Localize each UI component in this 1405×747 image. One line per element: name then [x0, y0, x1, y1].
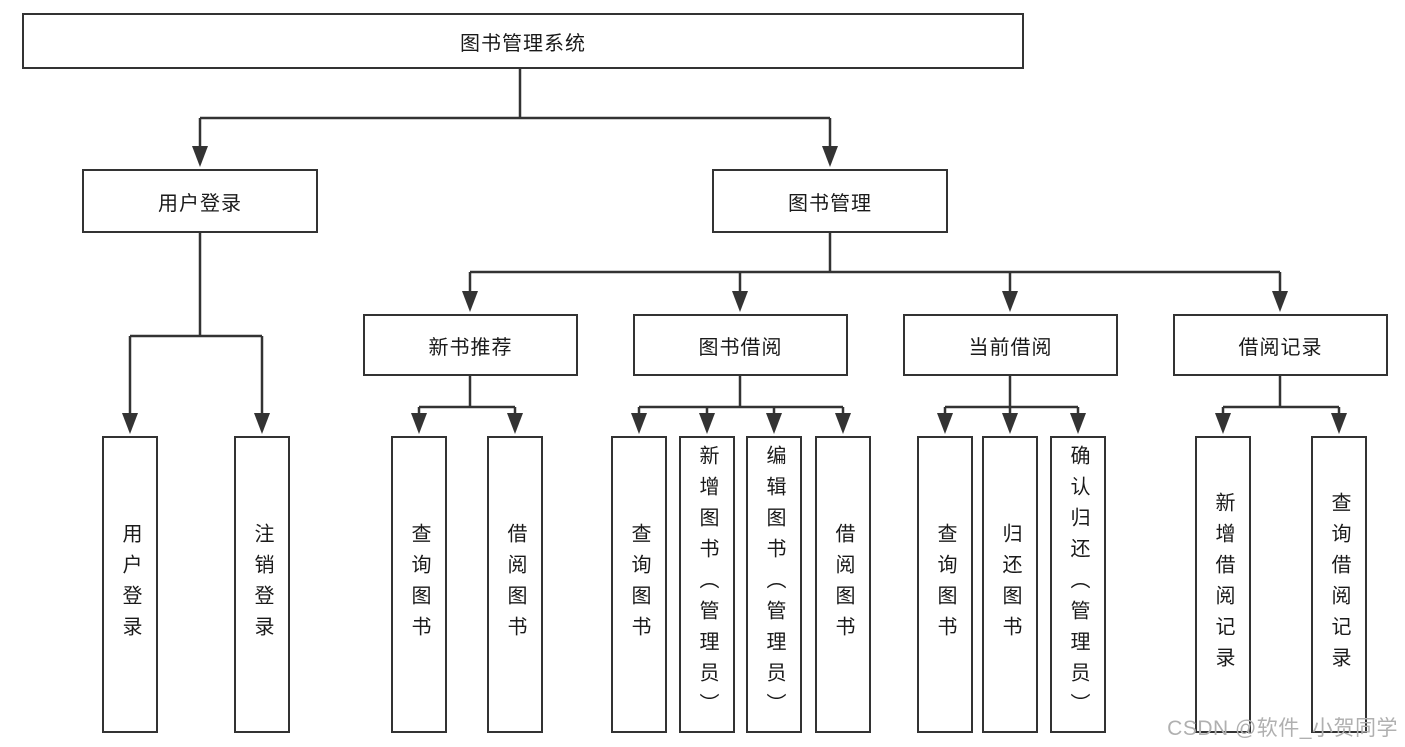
arrowhead — [835, 413, 851, 434]
node-leaf-logout: 注销登录 — [234, 436, 290, 733]
node-borrow-records: 借阅记录 — [1173, 314, 1388, 376]
node-leaf-borrow-book-recommend: 借阅图书 — [487, 436, 543, 733]
node-leaf-query-book-recommend: 查询图书 — [391, 436, 447, 733]
watermark: CSDN @软件_小贺同学 — [1167, 717, 1398, 740]
arrowhead — [1002, 291, 1018, 312]
node-leaf-confirm-return-admin-label: 确认归还（管理员） — [1067, 445, 1089, 724]
arrowhead — [411, 413, 427, 434]
node-leaf-return-book: 归还图书 — [982, 436, 1038, 733]
node-book-borrow-label: 图书借阅 — [698, 336, 783, 359]
arrowhead — [192, 146, 208, 167]
node-book-borrow: 图书借阅 — [633, 314, 848, 376]
node-leaf-add-book-admin-label: 新增图书（管理员） — [696, 445, 718, 724]
node-root-label: 图书管理系统 — [460, 32, 586, 55]
node-leaf-query-book-current: 查询图书 — [917, 436, 973, 733]
node-leaf-logout-label: 注销登录 — [251, 522, 273, 647]
node-new-book-recommend: 新书推荐 — [363, 314, 578, 376]
node-book-management: 图书管理 — [712, 169, 948, 233]
node-leaf-borrow-book-label: 借阅图书 — [832, 522, 854, 647]
arrowhead — [822, 146, 838, 167]
arrowhead — [732, 291, 748, 312]
arrowhead — [766, 413, 782, 434]
node-user-login-label: 用户登录 — [158, 192, 242, 215]
arrowhead — [1331, 413, 1347, 434]
node-leaf-query-book-borrow-label: 查询图书 — [628, 522, 650, 647]
node-leaf-edit-book-admin-label: 编辑图书（管理员） — [763, 445, 785, 724]
tree-edges — [128, 69, 1341, 414]
node-leaf-borrow-book-recommend-label: 借阅图书 — [504, 522, 526, 647]
node-leaf-query-borrow-record-label: 查询借阅记录 — [1328, 491, 1350, 678]
arrowhead — [254, 413, 270, 434]
node-leaf-query-book-current-label: 查询图书 — [934, 522, 956, 647]
arrowhead — [462, 291, 478, 312]
arrowhead — [631, 413, 647, 434]
node-leaf-add-borrow-record: 新增借阅记录 — [1195, 436, 1251, 733]
node-leaf-query-borrow-record: 查询借阅记录 — [1311, 436, 1367, 733]
node-leaf-return-book-label: 归还图书 — [999, 522, 1021, 647]
node-leaf-query-book-borrow: 查询图书 — [611, 436, 667, 733]
node-book-management-label: 图书管理 — [788, 192, 872, 215]
node-leaf-user-login-label: 用户登录 — [119, 522, 141, 647]
node-leaf-add-borrow-record-label: 新增借阅记录 — [1212, 491, 1234, 678]
node-leaf-user-login: 用户登录 — [102, 436, 158, 733]
node-current-borrow-label: 当前借阅 — [968, 336, 1053, 359]
node-user-login: 用户登录 — [82, 169, 318, 233]
arrowhead — [507, 413, 523, 434]
node-new-book-recommend-label: 新书推荐 — [428, 336, 513, 359]
arrowhead — [1215, 413, 1231, 434]
node-current-borrow: 当前借阅 — [903, 314, 1118, 376]
arrowhead — [122, 413, 138, 434]
arrowhead — [1272, 291, 1288, 312]
arrowhead — [937, 413, 953, 434]
node-leaf-query-book-recommend-label: 查询图书 — [408, 522, 430, 647]
arrowhead — [699, 413, 715, 434]
node-leaf-add-book-admin: 新增图书（管理员） — [679, 436, 735, 733]
arrowhead — [1002, 413, 1018, 434]
node-root: 图书管理系统 — [22, 13, 1024, 69]
node-leaf-confirm-return-admin: 确认归还（管理员） — [1050, 436, 1106, 733]
node-leaf-borrow-book: 借阅图书 — [815, 436, 871, 733]
arrowhead — [1070, 413, 1086, 434]
node-leaf-edit-book-admin: 编辑图书（管理员） — [746, 436, 802, 733]
node-borrow-records-label: 借阅记录 — [1238, 336, 1323, 359]
